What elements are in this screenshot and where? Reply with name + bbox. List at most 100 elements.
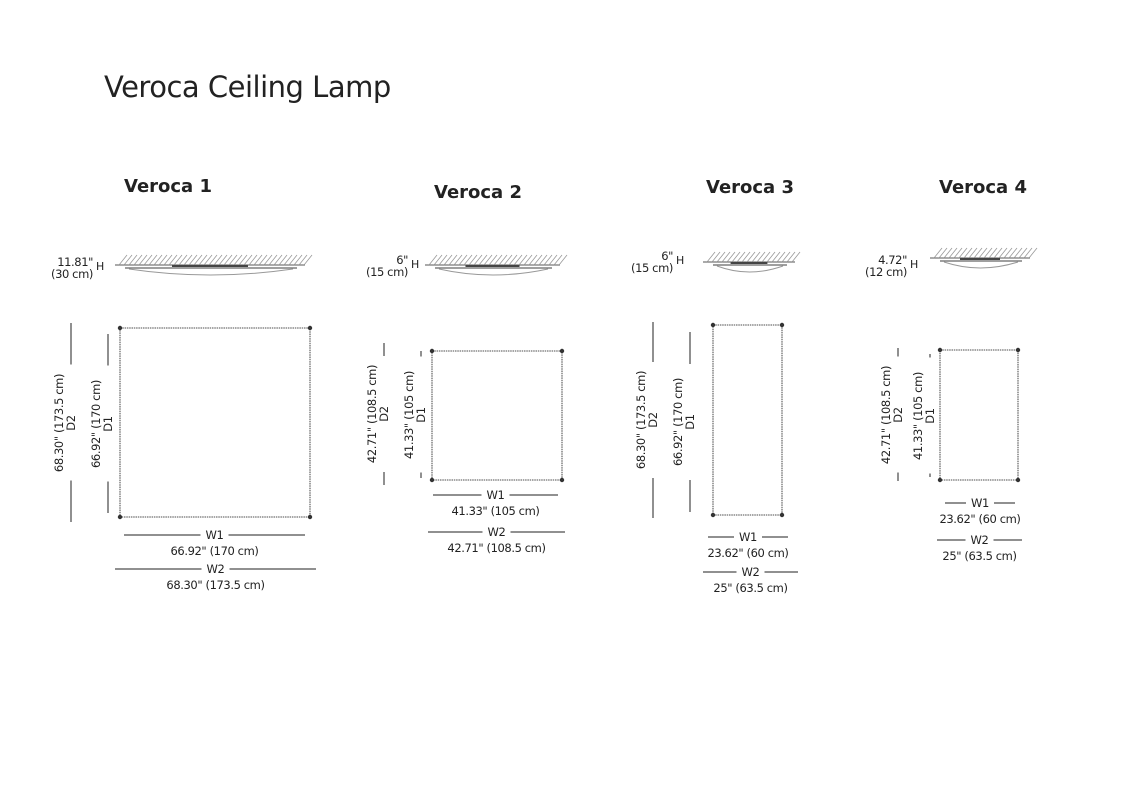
lamp-top-view [119,327,311,518]
w2-label: W2 [970,533,989,547]
ceiling-hatch [711,251,721,263]
d2-dimension: 42.71" (108.5 cm)D2 [365,365,391,463]
ceiling-hatch [1018,247,1028,259]
w2-label: W2 [741,565,760,579]
ceiling-hatch [218,254,228,266]
ceiling-hatch [498,254,508,266]
corner-node [779,512,785,518]
w2-label: W2 [206,562,225,576]
ceiling-hatch [948,247,958,259]
ceiling-hatch [953,247,963,259]
ceiling-hatch [293,254,303,266]
ceiling-hatch [178,254,188,266]
ceiling-hatch [741,251,751,263]
ceiling-hatch [203,254,213,266]
ceiling-hatch [138,254,148,266]
ceiling-hatch [473,254,483,266]
ceiling-hatch [268,254,278,266]
ceiling-hatch [443,254,453,266]
ceiling-hatch [513,254,523,266]
ceiling-hatch [978,247,988,259]
ceiling-hatch [518,254,528,266]
ceiling-hatch [523,254,533,266]
ceiling-hatch [503,254,513,266]
ceiling-hatch [303,254,313,266]
corner-node [710,322,716,328]
ceiling-hatch [428,254,438,266]
d2-label: D2 [64,414,78,431]
ceiling-hatch [228,254,238,266]
w1-label: W1 [971,496,989,510]
w2-value: 68.30" (173.5 cm) [166,578,265,592]
corner-node [710,512,716,518]
height-symbol: H [910,258,919,271]
ceiling-hatch [493,254,503,266]
ceiling-hatch [958,247,968,259]
ceiling-hatch [721,251,731,263]
ceiling-hatch [208,254,218,266]
ceiling-hatch [508,254,518,266]
ceiling-hatch [128,254,138,266]
w2-value: 42.71" (108.5 cm) [447,541,546,555]
w1-label: W1 [205,528,224,542]
ceiling-hatch [1008,247,1018,259]
lamp-diffuser [128,268,294,276]
corner-node [559,348,565,354]
ceiling-hatch [273,254,283,266]
ceiling-hatch [988,247,998,259]
ceiling-hatch [248,254,258,266]
d2-label: D2 [646,412,660,428]
lamp-top-view [939,349,1019,481]
ceiling-hatch [983,247,993,259]
ceiling-hatch [258,254,268,266]
ceiling-hatch [761,251,771,263]
ceiling-hatch [458,254,468,266]
ceiling-hatch [253,254,263,266]
lamp-top-view [431,350,563,481]
d1-dimension: 66.92" (170 cm)D1 [671,378,697,466]
corner-node [117,514,123,520]
ceiling-hatch [756,251,766,263]
ceiling-hatch [163,254,173,266]
d1-dimension: 66.92" (170 cm)D1 [89,380,115,468]
ceiling-hatch [548,254,558,266]
ceiling-hatch [1023,247,1033,259]
d1-dimension: 41.33" (105 cm)D1 [911,372,937,460]
ceiling-hatch [123,254,133,266]
d2-dimension: 68.30" (173.5 cm)D2 [634,371,660,469]
w2-label: W2 [487,525,506,539]
corner-node [1015,347,1021,353]
height-symbol: H [96,260,105,273]
d2-dimension: 68.30" (173.5 cm)D2 [52,373,78,471]
ceiling-hatch [148,254,158,266]
ceiling-hatch [468,254,478,266]
ceiling-hatch [133,254,143,266]
height-inches: 4.72" [878,253,907,267]
corner-node [1015,477,1021,483]
ceiling-hatch [213,254,223,266]
ceiling-hatch [463,254,473,266]
corner-node [937,347,943,353]
d1-label: D1 [923,407,937,424]
ceiling-hatch [223,254,233,266]
height-inches: 6" [396,253,408,267]
variant-title: Veroca 3 [705,177,795,198]
height-symbol: H [676,254,685,267]
ceiling-hatch [786,251,796,263]
ceiling-hatch [731,251,741,263]
ceiling-hatch [193,254,203,266]
ceiling-hatch [746,251,756,263]
ceiling-hatch [528,254,538,266]
d1-dimension: 41.33" (105 cm)D1 [402,371,428,459]
ceiling-hatch [278,254,288,266]
ceiling-hatch [726,251,736,263]
ceiling-hatch [233,254,243,266]
ceiling-hatch [238,254,248,266]
ceiling-hatch [263,254,273,266]
lamp-top-view [712,324,783,516]
w1-label: W1 [486,488,505,502]
height-cm: (15 cm) [366,265,408,279]
ceiling-hatch [791,251,801,263]
corner-node [307,514,313,520]
